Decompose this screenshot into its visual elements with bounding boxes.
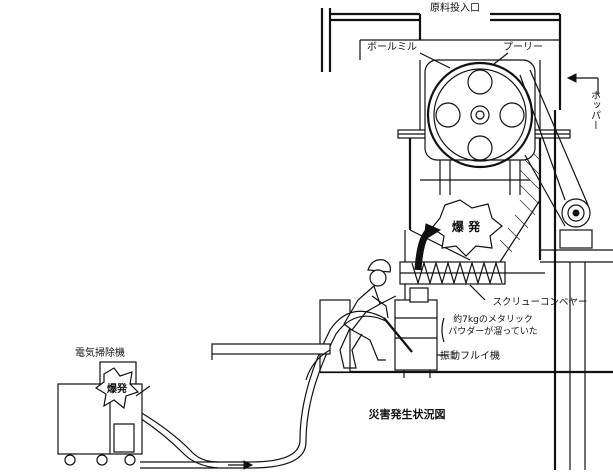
ball-mill — [424, 59, 536, 169]
motor-pulley — [519, 69, 593, 249]
vacuum-cleaner — [57, 361, 151, 466]
hose-connector — [305, 349, 331, 381]
screw-conveyor — [399, 260, 545, 301]
figure-title: 災害発生状況図 — [368, 407, 446, 421]
platform — [211, 343, 331, 360]
cleaner-hose-inner — [139, 417, 219, 469]
label-screw-conveyor: スクリューコンベヤー — [492, 297, 587, 308]
label-vacuum-cleaner: 電気掃除機 — [75, 346, 125, 359]
vibrating-sieve — [394, 287, 448, 378]
label-powder-note-2: パウダーが溜っていた — [448, 325, 538, 337]
label-pulley: プーリー — [503, 41, 543, 53]
leader-pulley — [493, 52, 509, 65]
label-vibrating-sieve: 振動フルイ機 — [440, 349, 500, 362]
flow-arrow — [228, 460, 254, 470]
label-explosion-cleaner: 爆発 — [107, 382, 128, 395]
label-hopper: ホッパー — [589, 90, 601, 130]
main-explosion — [414, 199, 503, 271]
leader-ball-mill — [419, 52, 451, 69]
label-explosion-main: 爆 発 — [452, 219, 481, 234]
label-powder-note-1: 約7kgのメタリック — [453, 313, 533, 325]
worker — [140, 259, 413, 469]
label-ball-mill: ボールミル — [367, 41, 417, 53]
cleaner-hose — [139, 411, 219, 463]
label-material-inlet: 原料投入口 — [430, 1, 480, 14]
